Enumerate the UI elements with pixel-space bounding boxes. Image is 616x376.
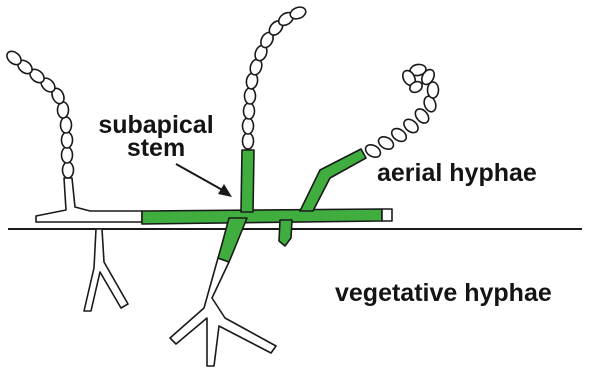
- aerial-hyphae-label: aerial hyphae: [377, 159, 537, 187]
- pointer-arrow: [176, 164, 232, 197]
- vegetative-hypha-left: [84, 229, 128, 311]
- vegetative-hypha-center: [170, 258, 276, 366]
- main-stem-tip: [382, 209, 392, 221]
- spore-chain-left: [4, 49, 73, 178]
- aerial-hypha-left: [36, 178, 142, 222]
- vegetative-hyphae-label: vegetative hyphae: [335, 279, 552, 307]
- spore-chain-right: [363, 63, 438, 160]
- spore-chain-center: [243, 5, 308, 149]
- subapical-label-line2: stem: [127, 134, 185, 162]
